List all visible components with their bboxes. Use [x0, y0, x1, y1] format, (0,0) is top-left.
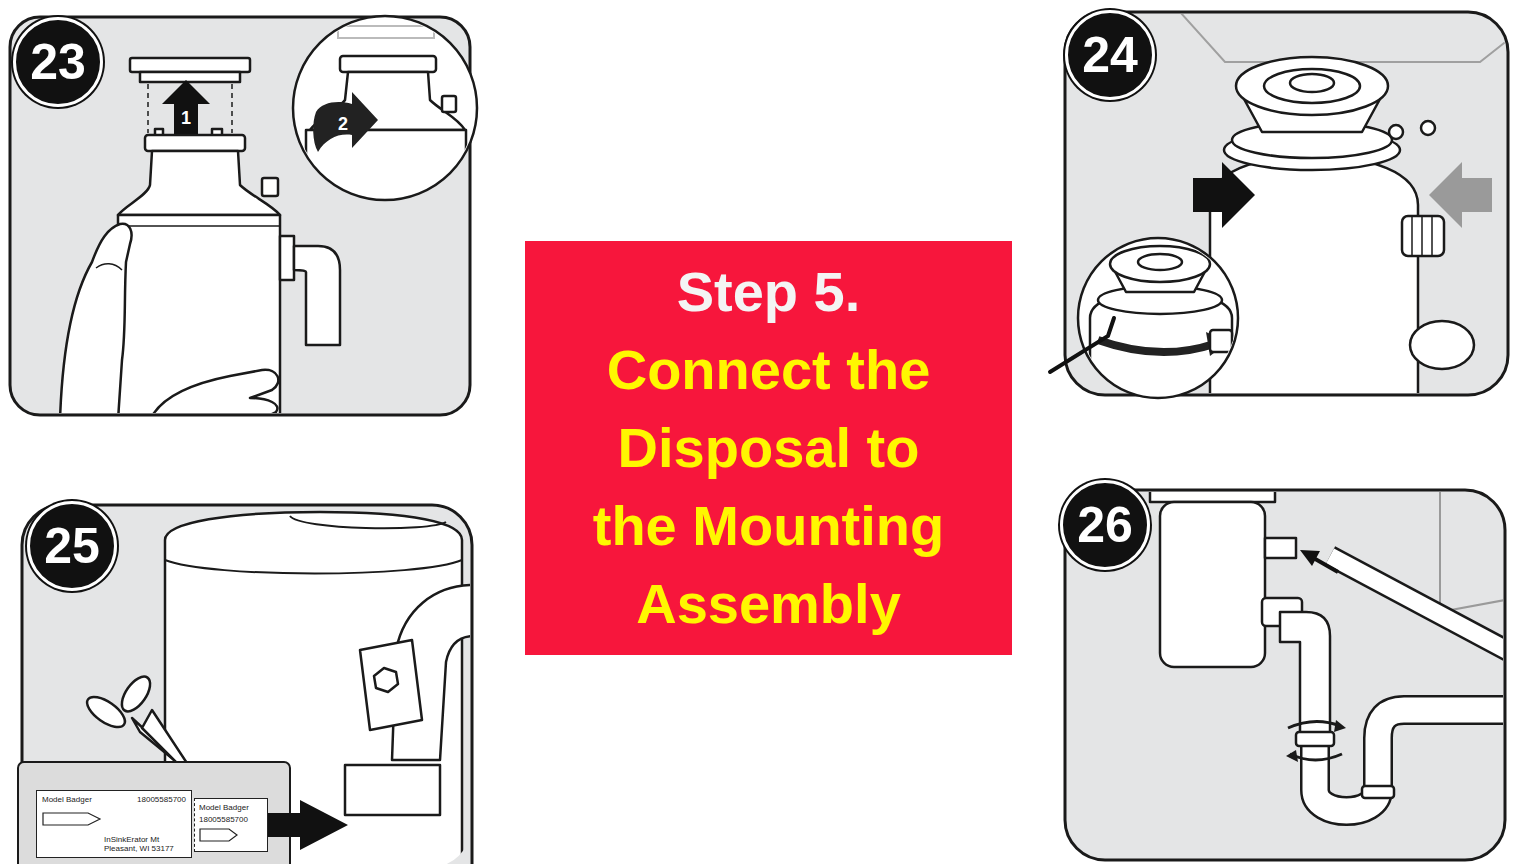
disposal-plumbing-part: [1160, 502, 1265, 667]
disposal-mount-part: [1402, 216, 1444, 256]
disposal-plumbing-part: [1330, 556, 1503, 652]
callout-number: 26: [1077, 500, 1133, 550]
disposal-mount-part: [1410, 321, 1474, 369]
disposal-label-part: [345, 765, 440, 815]
disposal-plumbing-part: [1150, 492, 1275, 502]
tag-outline: [43, 813, 100, 825]
disposal-mount: [1180, 14, 1506, 393]
badge-tab: Model Badger 18005585700: [194, 798, 268, 852]
scissors-part: [116, 672, 155, 716]
inset-wrench-part: [1138, 254, 1182, 270]
disposal-plumbing: [1150, 492, 1503, 811]
disposal-mount-part: [1290, 74, 1334, 92]
inset-rotate-part: [313, 92, 378, 152]
disposal-plumbing-part: [1440, 492, 1503, 612]
disposal-mount-part: [1429, 162, 1492, 228]
disposal-label-part: [374, 668, 398, 692]
model-badge: Model Badger 18005585700InSinkErator Mt P…: [36, 790, 192, 858]
inset-rotate-part: [340, 56, 436, 72]
disposal-mount-part: [1180, 14, 1506, 62]
disposal-label-part: [165, 560, 462, 574]
step-25-panel: [18, 505, 474, 864]
tag-shape: [199, 827, 239, 843]
badge-text: 18005585700: [199, 815, 263, 824]
callout-number: 23: [30, 37, 86, 87]
disposal-lift-part: [150, 370, 278, 413]
step-26-panel-part: [1065, 490, 1505, 860]
disposal-plumbing-part: [1296, 732, 1334, 746]
disposal-lift-part: [118, 151, 280, 215]
tag-shape: [42, 811, 102, 827]
disposal-mount-part: [1236, 57, 1388, 115]
step-26-panel: [1065, 488, 1510, 860]
disposal-lift-part: [96, 264, 122, 270]
disposal-lift-part: [60, 224, 132, 413]
disposal-plumbing-part: [1265, 538, 1296, 558]
disposal-lift-part: [118, 215, 280, 413]
step-25-panel-part: [18, 762, 290, 864]
inset-rotate-part: [306, 130, 466, 250]
disposal-plumbing-part: [1362, 786, 1394, 798]
disposal-label-part: [360, 640, 422, 730]
badge-text: 18005585700: [137, 795, 186, 804]
callout-number: 24: [1082, 30, 1138, 80]
callout-number: 23: [13, 17, 103, 107]
disposal-plumbing-part: [1330, 556, 1503, 652]
callout-number: 24: [1065, 10, 1155, 100]
disposal-mount-part: [1412, 216, 1432, 256]
disposal-lift-part: [130, 58, 250, 72]
callout-number: 26: [1060, 480, 1150, 570]
inset-rotate-part: [338, 26, 434, 38]
badge-text: Model Badger: [199, 803, 263, 812]
tag-outline: [200, 829, 237, 841]
disposal-mount-part: [1193, 162, 1255, 228]
callout-number: 25: [27, 501, 117, 591]
disposal-mount-part: [1389, 125, 1403, 139]
step-order-number: 2: [338, 115, 348, 133]
disposal-lift-part: [140, 72, 240, 82]
disposal-lift-part: [162, 80, 210, 140]
disposal-lift-part: [147, 84, 149, 133]
disposal-lift-part: [262, 178, 278, 196]
disposal-lift-part: [118, 225, 280, 227]
inset-rotate-part: [442, 96, 456, 112]
step-heading: Step 5.: [677, 253, 861, 331]
disposal-plumbing-part: [1334, 720, 1346, 732]
step-banner: Step 5.Connect the Disposal to the Mount…: [525, 241, 1012, 655]
disposal-plumbing-part: [1315, 710, 1503, 811]
disposal-plumbing-part: [1315, 710, 1503, 811]
disposal-plumbing-part: [1290, 754, 1342, 760]
disposal-lift-part: [145, 135, 245, 151]
step-order-number: 1: [181, 109, 191, 127]
badge-text: Model Badger: [42, 795, 133, 804]
step-24-panel: [1050, 12, 1508, 420]
disposal-label-part: [165, 512, 462, 864]
inset-wrench-part: [1110, 246, 1210, 282]
disposal-plumbing-part: [1286, 750, 1298, 762]
inset-wrench: [1090, 246, 1232, 420]
badge-text: InSinkErator Mt Pleasant, WI 53177: [104, 835, 186, 853]
disposal-label-part: [290, 516, 446, 528]
inset-rotate: [306, 26, 466, 250]
callout-number: 25: [44, 521, 100, 571]
disposal-mount-part: [1421, 121, 1435, 135]
step-24-panel-part: [1050, 318, 1114, 372]
disposal-mount-part: [1264, 69, 1360, 103]
step-25-panel-part: [22, 505, 472, 864]
step-25-panel-part: [262, 800, 348, 850]
disposal-plumbing-part: [1288, 721, 1340, 728]
disposal-lift-part: [231, 84, 233, 133]
disposal-plumbing-part: [1300, 550, 1320, 566]
disposal-lift-part: [280, 236, 294, 280]
inset-wrench-part: [1098, 340, 1214, 352]
disposal-lift-part: [294, 246, 340, 345]
step-23-panel: [10, 16, 477, 420]
inset-wrench-part: [1210, 330, 1232, 352]
step-title: Connect the Disposal to the Mounting Ass…: [574, 331, 964, 643]
